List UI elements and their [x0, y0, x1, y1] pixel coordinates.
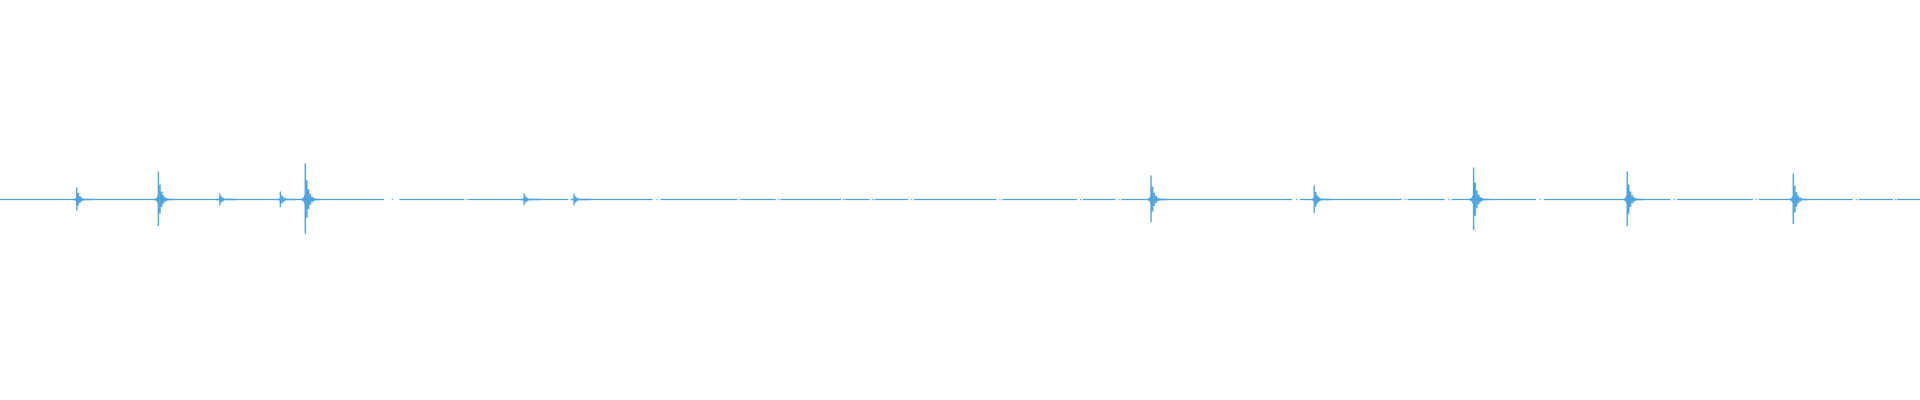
waveform-noise-speck: [911, 198, 913, 201]
waveform-transient: [1470, 167, 1490, 230]
waveform-transient: [1147, 175, 1167, 223]
waveform-noise-speck: [1539, 198, 1541, 201]
waveform-noise-speck: [1855, 198, 1857, 201]
waveform-noise-speck: [1755, 198, 1757, 201]
waveform-noise-speck: [1296, 198, 1298, 201]
waveform-transient: [73, 187, 93, 211]
waveform-transient: [1623, 171, 1643, 227]
waveform-noise-speck: [999, 198, 1001, 201]
waveform-transient: [520, 193, 540, 206]
waveform-noise-speck: [466, 198, 468, 201]
waveform-noise-speck: [872, 198, 874, 201]
waveform-noise-speck: [391, 198, 393, 201]
waveform-noise-speck: [1895, 198, 1897, 201]
waveform-transient: [276, 191, 297, 208]
waveform-transient: [301, 163, 322, 234]
waveform-transient: [216, 193, 236, 206]
waveform-noise-speck: [656, 198, 658, 201]
waveform-noise-speck: [739, 198, 741, 201]
waveform-transient: [570, 193, 590, 206]
waveform-noise-speck: [778, 198, 780, 201]
waveform-noise-speck: [1673, 198, 1675, 201]
waveform-noise-speck: [842, 198, 845, 201]
waveform-transient: [1310, 185, 1331, 213]
waveform-noise-speck: [1118, 198, 1120, 201]
waveform-noise-speck: [1448, 198, 1450, 201]
waveform-noise-speck: [1404, 198, 1406, 201]
waveform-noise-speck: [1080, 198, 1082, 201]
waveform-transient: [1789, 173, 1810, 225]
waveform-transient: [154, 171, 175, 227]
